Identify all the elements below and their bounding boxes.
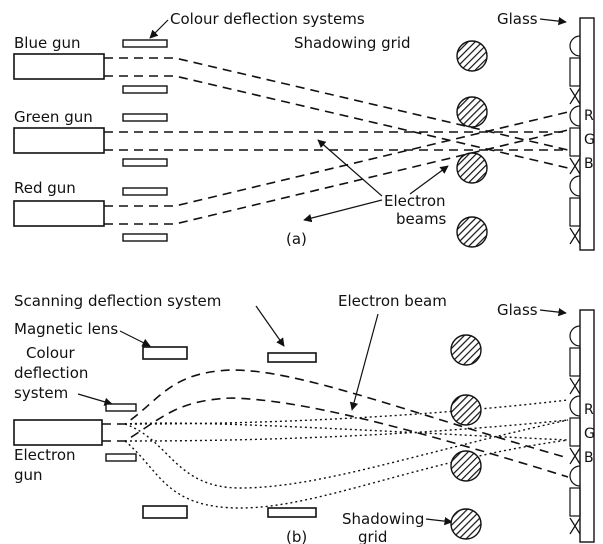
electron-beam-pointer	[349, 313, 379, 411]
blue-gun-label: Blue gun	[14, 34, 81, 52]
scanning-plate-upper	[267, 352, 317, 363]
electron-label-b: Electron	[14, 446, 76, 464]
shadowing-grid-ball	[450, 508, 482, 540]
colour-label: Colour	[26, 344, 76, 362]
magnetic-lens-pointer	[119, 330, 151, 347]
phosphor-strip-a	[569, 35, 581, 245]
scan-path	[124, 419, 569, 442]
phosphor-r-label-b: R	[584, 402, 594, 418]
scan-path	[124, 419, 569, 489]
electron-beam-upper	[102, 369, 569, 459]
shadowing-grid-ball	[450, 334, 482, 366]
shadowing-pointer-b	[425, 516, 453, 526]
scan-path	[124, 439, 569, 509]
deflection-plate	[122, 113, 168, 122]
system-label: system	[14, 384, 68, 402]
beam-pointer	[303, 199, 383, 223]
phosphor-b-label-a: B	[584, 156, 594, 172]
green-gun-label: Green gun	[14, 108, 93, 126]
scanning-pointer	[255, 305, 285, 347]
shadowing-grid-ball	[456, 40, 488, 72]
red-gun	[13, 200, 105, 227]
blue-beam-upper	[104, 57, 569, 151]
deflection-plate	[122, 187, 168, 196]
caption-a: (a)	[286, 230, 307, 248]
glass-label-b: Glass	[497, 301, 538, 319]
green-gun	[13, 127, 105, 154]
panel-b: Scanning deflection system Electron beam…	[13, 292, 595, 544]
colour-deflection-plate	[105, 453, 137, 462]
electron-beam-lower	[102, 397, 569, 478]
blue-beam-lower	[104, 75, 569, 169]
scanning-plate-lower	[267, 507, 317, 518]
red-gun-label: Red gun	[14, 179, 76, 197]
red-beam-upper	[104, 111, 569, 207]
scan-path	[124, 399, 569, 425]
shadowing-grid-ball	[450, 450, 482, 482]
colour-deflection-pointer-b	[77, 393, 113, 406]
colour-deflection-plate	[105, 403, 137, 412]
phosphor-g-label-b: G	[584, 426, 595, 442]
shadowing-label-b: Shadowing	[342, 510, 424, 528]
colour-deflection-systems-label: Colour deflection systems	[170, 10, 365, 28]
gun-label-b: gun	[14, 466, 43, 484]
beams-label-a: beams	[396, 210, 447, 228]
electron-gun	[13, 419, 103, 446]
deflection-plate	[122, 39, 168, 48]
electron-label-a: Electron	[384, 192, 446, 210]
panel-a: Colour deflection systems Blue gun Green…	[13, 10, 595, 251]
shadowing-grid-ball	[456, 152, 488, 184]
blue-gun	[13, 53, 105, 80]
phosphor-r-label-a: R	[584, 108, 594, 124]
glass-pointer-b	[539, 307, 567, 317]
scan-path	[124, 422, 569, 441]
red-beam-lower	[104, 129, 569, 225]
scanning-deflection-label: Scanning deflection system	[14, 292, 221, 310]
grid-label-b: grid	[358, 528, 387, 544]
electron-beam-label: Electron beam	[338, 292, 447, 310]
shadowing-grid-ball	[456, 216, 488, 248]
glass-pointer-a	[539, 16, 567, 26]
beam-pointer	[317, 139, 383, 197]
deflection-plate	[122, 85, 168, 94]
phosphor-strip-b	[569, 325, 581, 535]
glass-label-a: Glass	[497, 10, 538, 28]
beam-pointer	[409, 165, 449, 195]
phosphor-b-label-b: B	[584, 450, 594, 466]
caption-b: (b)	[286, 528, 307, 544]
magnetic-lens-upper	[142, 346, 188, 360]
deflection-plate	[122, 233, 168, 242]
magnetic-lens-label: Magnetic lens	[14, 320, 118, 338]
shadowing-grid-ball	[456, 96, 488, 128]
phosphor-g-label-a: G	[584, 132, 595, 148]
deflection-plate	[122, 158, 168, 167]
shadowing-grid-ball	[450, 394, 482, 426]
deflection-label: deflection	[14, 364, 88, 382]
magnetic-lens-lower	[142, 505, 188, 519]
colour-deflection-pointer	[149, 19, 169, 39]
shadowing-grid-label: Shadowing grid	[294, 34, 411, 52]
